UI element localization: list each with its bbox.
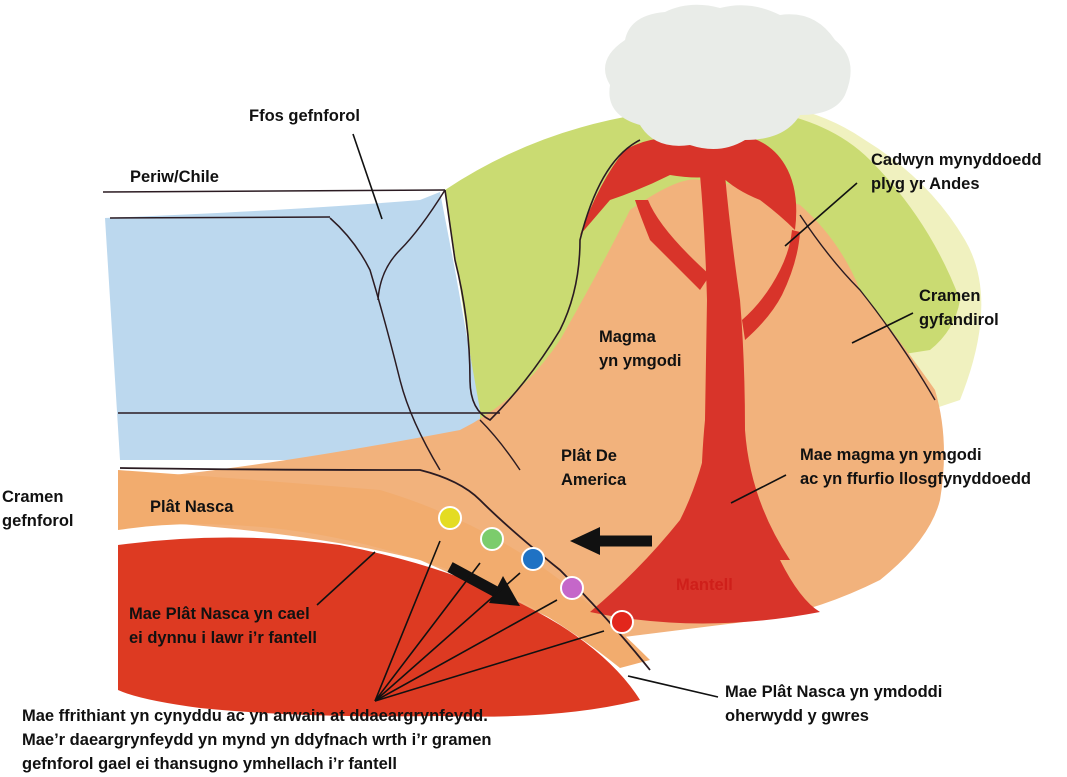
magma-branch-right — [742, 230, 800, 340]
magma-rising-label-line-2: yn ymgodi — [599, 352, 682, 370]
magma-volcanoes-label-line-2: ac yn ffurfio llosgfynyddoedd — [800, 470, 1032, 488]
friction-label-line-3: gefnforol gael ei thansugno ymhellach i’… — [22, 755, 397, 773]
friction-label-line-2: Mae’r daeargrynfeydd yn mynd yn ddyfnach… — [22, 731, 492, 749]
continental-outline — [444, 139, 641, 421]
ash-cloud — [605, 4, 851, 149]
mantle-label: Mantell — [676, 576, 733, 594]
oceanic-crust-label-line-2: gefnforol — [2, 512, 74, 530]
continent-base-outline — [479, 419, 521, 471]
south-america-plate-label-line-1: Plât De — [561, 447, 617, 465]
ocean-water — [105, 192, 480, 460]
plate-top-outline — [119, 467, 651, 671]
water-level-line — [109, 216, 331, 219]
magma-volcanoes-label: Mae magma yn ymgodi ac yn ffurfio llosgf… — [800, 443, 1031, 491]
magma-conduit — [700, 175, 790, 560]
magma-rising-label-line-1: Magma — [599, 328, 656, 346]
continental-crust-label-line-2: gyfandirol — [919, 311, 999, 329]
arrow-down-right-icon — [447, 562, 520, 606]
nazca-pulled-label: Mae Plât Nasca yn cael ei dynnu i lawr i… — [129, 602, 317, 650]
friction-label-line-1: Mae ffrithiant yn cynyddu ac yn arwain a… — [22, 707, 488, 725]
pointer-lines — [316, 133, 914, 702]
nazca-pulled-label-line-1: Mae Plât Nasca yn cael — [129, 605, 310, 623]
sea-surface-line — [102, 189, 446, 193]
andes-label: Cadwyn mynyddoedd plyg yr Andes — [871, 148, 1042, 196]
magma-branch-left — [635, 200, 710, 290]
nazca-pulled-label-line-2: ei dynnu i lawr i’r fantell — [129, 629, 317, 647]
friction-label: Mae ffrithiant yn cynyddu ac yn arwain a… — [22, 704, 491, 776]
andes-label-line-1: Cadwyn mynyddoedd — [871, 151, 1042, 169]
arrow-left-icon — [570, 527, 652, 555]
earthquake-dots — [438, 506, 634, 634]
mountain-right-outline — [799, 214, 936, 401]
earthquake-dot — [521, 547, 545, 571]
andes-label-line-2: plyg yr Andes — [871, 175, 980, 193]
nazca-plate-label: Plât Nasca — [150, 498, 234, 516]
nazca-melts-label-line-1: Mae Plât Nasca yn ymdoddi — [725, 683, 943, 701]
south-america-plate-label-line-2: America — [561, 471, 627, 489]
magma-rising-label: Magma yn ymgodi — [599, 325, 682, 373]
continental-crust-label-line-1: Cramen — [919, 287, 981, 305]
earthquake-dot — [610, 610, 634, 634]
nazca-melts-label-line-2: oherwydd y gwres — [725, 707, 869, 725]
nazca-melts-label: Mae Plât Nasca yn ymdoddi oherwydd y gwr… — [725, 680, 942, 728]
magma-volcanoes-label-line-1: Mae magma yn ymgodi — [800, 446, 982, 464]
south-america-plate-label: Plât De America — [561, 444, 626, 492]
nazca-plate — [118, 470, 650, 668]
volcano-crest — [580, 135, 797, 235]
earthquake-dot — [438, 506, 462, 530]
trench-outline — [329, 217, 441, 471]
continental-crust-label: Cramen gyfandirol — [919, 284, 999, 332]
peru-chile-label: Periw/Chile — [130, 168, 219, 186]
earthquake-dot — [560, 576, 584, 600]
mantle — [118, 537, 640, 717]
oceanic-crust-label: Cramen gefnforol — [2, 485, 74, 533]
trench-outline-right — [377, 189, 446, 301]
earthquake-dot — [480, 527, 504, 551]
trench-label: Ffos gefnforol — [249, 107, 360, 125]
oceanic-crust-label-line-1: Cramen — [2, 488, 64, 506]
